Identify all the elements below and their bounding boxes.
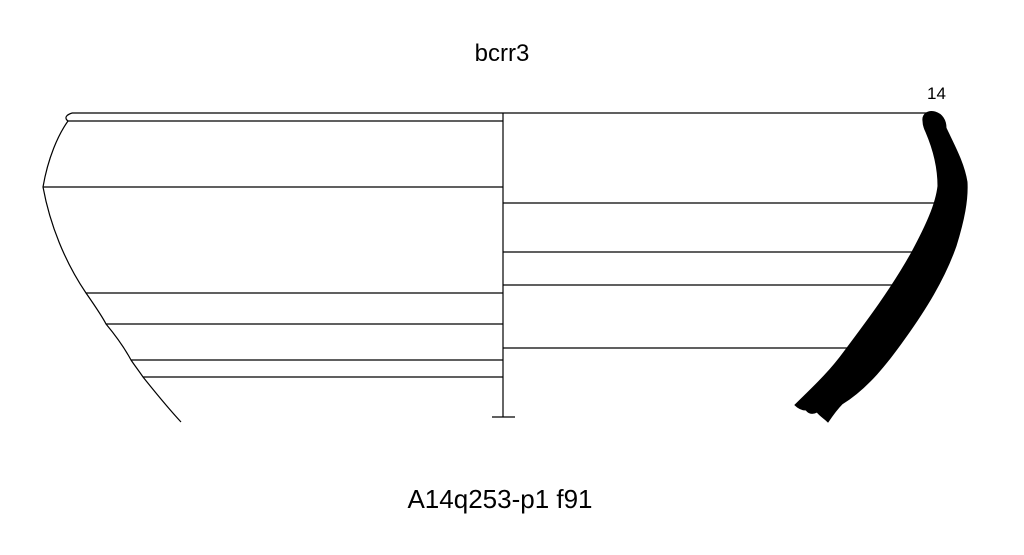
rim-diameter-label: 14 — [927, 84, 946, 103]
drawing-title: bcrr3 — [474, 40, 530, 67]
rim-lip-outline — [65, 112, 73, 122]
section-profile — [794, 111, 968, 423]
sherd-caption: A14q253-p1 f91 — [407, 484, 593, 514]
